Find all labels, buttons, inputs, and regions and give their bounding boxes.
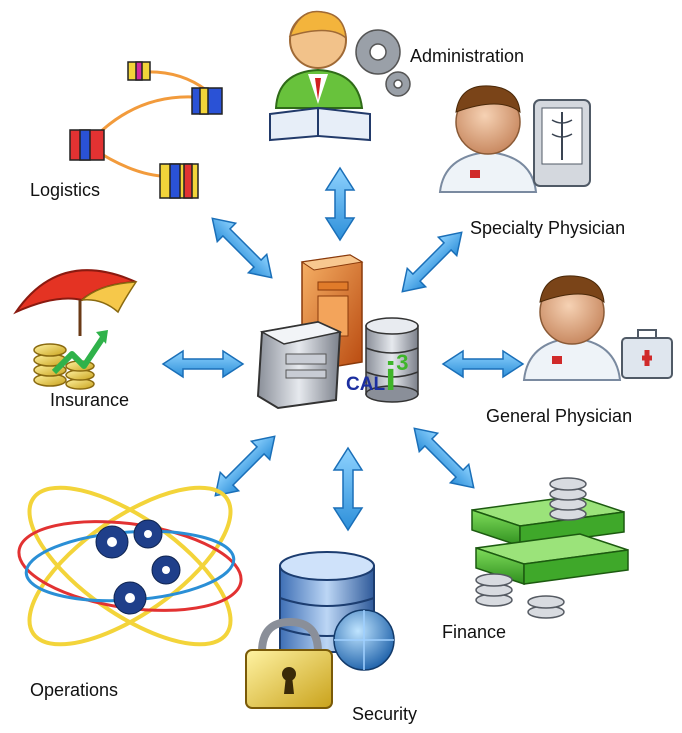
operations-icon [17, 485, 243, 647]
node-label-logistics: Logistics [30, 180, 100, 200]
specialty-physician-icon [438, 85, 591, 193]
security-icon [245, 551, 395, 709]
node-label-specialty-physician: Specialty Physician [470, 218, 625, 238]
center-brand-logo: CALi3 [346, 350, 408, 400]
arrow-center-insurance [161, 349, 245, 379]
arrow-center-security [332, 446, 364, 532]
logistics-icon [69, 61, 223, 199]
node-label-operations: Operations [30, 680, 118, 700]
arrow-center-finance [413, 427, 475, 489]
center-brand-superscript: 3 [396, 350, 409, 375]
administration-icon [269, 10, 411, 142]
node-label-security: Security [352, 704, 417, 724]
center-brand-letter: i [385, 355, 397, 399]
general-physician-icon [522, 275, 673, 381]
node-label-administration: Administration [410, 46, 524, 66]
arrow-center-logistics [211, 217, 273, 279]
node-label-finance: Finance [442, 622, 506, 642]
node-label-insurance: Insurance [50, 390, 129, 410]
node-label-general-physician: General Physician [486, 406, 632, 426]
arrow-center-administration [324, 166, 356, 242]
arrow-center-operations [214, 435, 276, 497]
center-brand-text: CAL [346, 374, 386, 395]
arrow-center-general-physician [441, 349, 525, 379]
arrow-center-specialty-physician [401, 231, 463, 293]
insurance-icon [13, 269, 138, 390]
center-server-cluster-icon [256, 254, 419, 410]
finance-icon [471, 477, 629, 619]
